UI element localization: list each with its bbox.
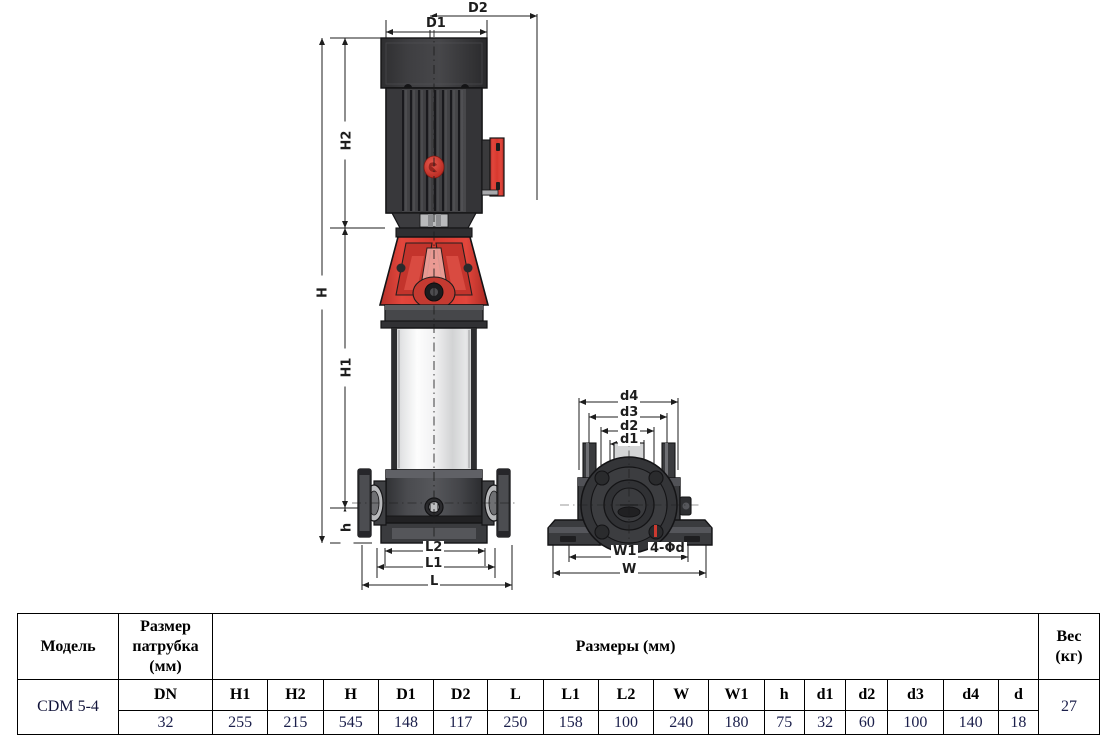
subheader-h: h [763,679,805,711]
cell-L2: 100 [597,710,655,735]
dimension-label-d3: d3 [618,405,641,420]
header-port-size-line1: Размер [140,617,191,635]
dimension-label-H2: H2 [340,121,355,160]
subheader-d: d [997,679,1040,711]
header-model: Модель [17,613,119,680]
dimension-label-L2: L2 [423,540,445,555]
header-weight-line2: (кг) [1055,647,1083,665]
cell-H: 545 [322,710,379,735]
dimension-label-d1: d1 [618,432,641,447]
subheader-H2: H2 [267,679,324,711]
dimension-label-h: h [340,511,355,544]
subheader-L2: L2 [597,679,655,711]
cell-weight-value: 27 [1038,679,1100,735]
subheader-D2: D2 [433,679,489,711]
cell-d2: 60 [845,710,889,735]
header-weight-line1: Вес [1056,627,1082,645]
dimension-label-D1: D1 [424,16,448,31]
cell-D1: 148 [377,710,435,735]
dimension-label-L1: L1 [423,556,445,571]
cell-W: 240 [653,710,710,735]
cell-h: 75 [763,710,805,735]
dimension-label-d4: d4 [618,389,641,404]
subheader-d2: d2 [845,679,889,711]
subheader-L: L [487,679,544,711]
subheader-d4: d4 [942,679,999,711]
dimension-label-W: W [620,562,639,577]
cell-model-value: CDM 5-4 [17,679,119,735]
cell-H2: 215 [267,710,324,735]
side-view-pump [547,432,713,560]
cell-L1: 158 [542,710,599,735]
subheader-W: W [653,679,710,711]
pump-drawing-svg [319,13,713,590]
dimension-label-D2: D2 [466,1,490,16]
header-port-size-line2: патрубка [132,637,199,655]
subheader-d1: d1 [803,679,847,711]
cell-D2: 117 [433,710,489,735]
subheader-H: H [322,679,379,711]
header-dimensions: Размеры (мм) [212,613,1039,680]
dimension-label-H: H [316,275,331,310]
dimension-label-d2: d2 [618,419,641,434]
table-header-row: Модель Размер патрубка (мм) Размеры (мм)… [17,613,1100,680]
header-weight: Вес (кг) [1038,613,1100,680]
header-port-size: Размер патрубка (мм) [118,613,213,680]
cell-d3: 100 [887,710,944,735]
specification-table: Модель Размер патрубка (мм) Размеры (мм)… [17,613,1100,735]
bolt-hole-note: 4-Φd [648,541,687,556]
subheader-L1: L1 [542,679,599,711]
cell-d: 18 [997,710,1040,735]
subheader-D1: D1 [377,679,435,711]
dimension-label-W1: W1 [611,544,639,559]
subheader-DN: DN [118,679,213,711]
cell-H1: 255 [211,710,269,735]
cell-d4: 140 [942,710,999,735]
subheader-d3: d3 [887,679,944,711]
front-view-pump [352,28,516,545]
dimension-label-H1: H1 [340,348,355,387]
dimension-label-L: L [428,574,441,589]
cell-L: 250 [487,710,544,735]
subheader-H1: H1 [211,679,269,711]
subheader-W1: W1 [708,679,765,711]
pump-technical-drawing: D1 D2 H H1 H2 h L L1 L2 d1 d2 d3 d4 W W1… [316,1,713,590]
table-value-row: 32 255 215 545 148 117 250 158 100 240 1… [18,710,1100,735]
cell-d1: 32 [803,710,847,735]
cell-W1: 180 [708,710,765,735]
table-subheader-row: CDM 5-4 DN H1 H2 H D1 D2 L L1 L2 W W1 h … [17,679,1100,735]
header-port-size-line3: (мм) [149,657,182,675]
cell-DN: 32 [118,710,213,735]
